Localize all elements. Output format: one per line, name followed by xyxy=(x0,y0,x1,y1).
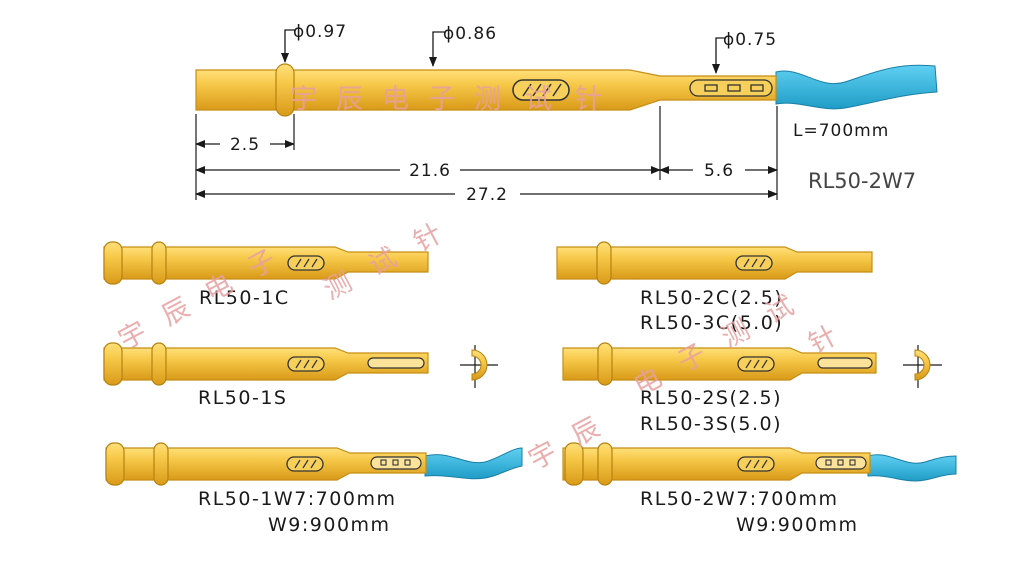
dia-head-label: ϕ0.97 xyxy=(293,22,347,42)
main-probe-logo-slot xyxy=(512,79,570,101)
variant-label-2w7: RL50-2W7:700mm W9:900mm xyxy=(640,488,859,536)
probe-rl50-1s xyxy=(103,342,429,386)
svg-text:辰: 辰 xyxy=(336,84,363,115)
svg-text:测: 测 xyxy=(474,84,501,115)
svg-text:针: 针 xyxy=(575,84,602,115)
svg-text:试: 试 xyxy=(364,242,402,282)
variant-label-1c: RL50-1C xyxy=(199,287,290,309)
probe-rl50-1c xyxy=(103,241,429,285)
wire-length-label: L=700mm xyxy=(793,121,889,141)
main-probe-wire xyxy=(775,64,938,110)
main-probe-crimp-ring xyxy=(275,63,295,117)
length-dimensions: 2.5 21.6 5.6 27.2 xyxy=(195,106,778,205)
len-head-label: 2.5 xyxy=(230,135,260,155)
svg-text:试: 试 xyxy=(525,84,552,115)
probe-rl50-2c-3c xyxy=(556,241,873,285)
variant-label-2c-3c: RL50-2C(2.5) RL50-3C(5.0) xyxy=(640,287,791,334)
svg-text:子: 子 xyxy=(428,84,455,115)
len-body-label: 21.6 xyxy=(409,161,451,181)
main-probe-body xyxy=(195,69,777,111)
main-probe xyxy=(195,63,938,117)
svg-text:电: 电 xyxy=(382,84,409,115)
dia-body-label: ϕ0.86 xyxy=(443,24,497,44)
watermark-top: 宇 辰 电 子 测 试 针 xyxy=(290,84,602,115)
variant-label-1w7: RL50-1W7:700mm W9:900mm xyxy=(198,488,404,536)
cross-section-1s xyxy=(460,345,498,388)
diameter-callouts: ϕ0.97 ϕ0.86 ϕ0.75 xyxy=(281,22,777,74)
svg-text:辰: 辰 xyxy=(157,292,195,332)
variant-label-1s: RL50-1S xyxy=(198,387,287,409)
variant-label-2s-3s: RL50-2S(2.5) RL50-3S(5.0) xyxy=(640,387,790,435)
main-model-label: RL50-2W7 xyxy=(808,169,916,193)
svg-text:宇: 宇 xyxy=(290,84,317,115)
main-probe-tip-slot xyxy=(689,79,773,97)
dia-tip-label: ϕ0.75 xyxy=(723,30,777,50)
svg-text:宇: 宇 xyxy=(524,436,562,476)
probe-rl50-2w7 xyxy=(562,442,957,486)
len-tip-label: 5.6 xyxy=(704,161,734,181)
probe-rl50-2s-3s xyxy=(562,342,877,386)
len-total-label: 27.2 xyxy=(466,185,508,205)
cross-section-2s xyxy=(903,345,942,388)
probe-rl50-1w7 xyxy=(105,442,523,486)
